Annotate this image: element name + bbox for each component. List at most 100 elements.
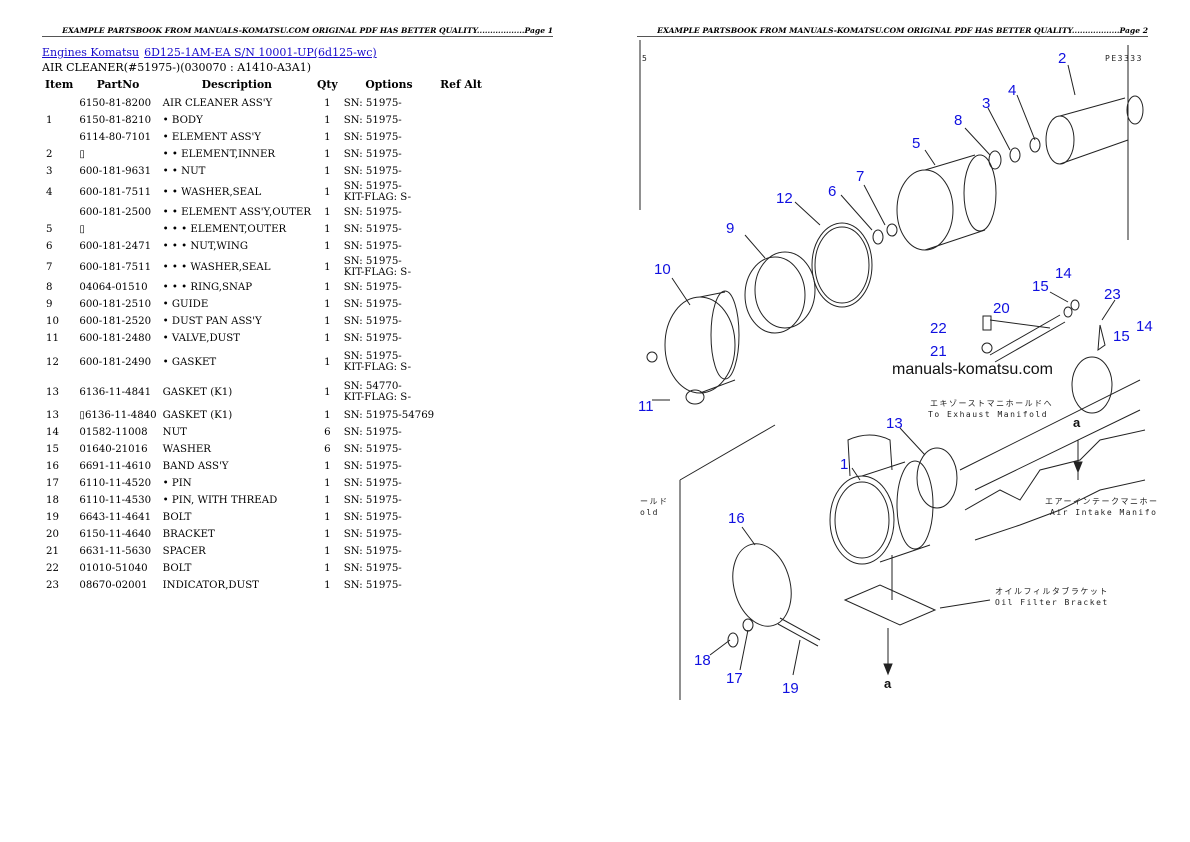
item-text: 3 <box>46 166 53 177</box>
exhaust-label-jp: エキゾーストマニホールドへ <box>930 399 1054 408</box>
intake-label-jp: エアーインテークマニホー <box>1045 497 1159 506</box>
qty-text: 1 <box>324 512 331 523</box>
part-text: 6110-11-4520 <box>79 478 152 489</box>
left-label-en: old <box>640 508 659 517</box>
cell-opt: SN: 51975-KIT-FLAG: S- <box>341 180 437 204</box>
opt-text: SN: 51975- <box>343 256 402 267</box>
cell-desc: • • • WASHER,SEAL <box>160 255 314 279</box>
item-text: 23 <box>46 580 59 591</box>
cell-ref-alt <box>437 560 485 577</box>
part-text: 6631-11-5630 <box>79 546 152 557</box>
part-text: 6150-81-8210 <box>79 115 152 126</box>
cell-item: 15 <box>42 441 76 458</box>
cell-item: 23 <box>42 577 76 594</box>
cell-desc: BAND ASS'Y <box>160 458 314 475</box>
qty-text: 1 <box>324 224 331 235</box>
diagram-code: PE3333 <box>1105 54 1143 63</box>
callout-number: 16 <box>728 510 745 527</box>
cell-part: ▯6136-11-4840 <box>76 407 159 424</box>
cell-item: 13 <box>42 407 76 424</box>
item-text: 15 <box>46 444 59 455</box>
cell-item: 17 <box>42 475 76 492</box>
cell-opt: SN: 51975- <box>341 221 437 238</box>
cell-item: 9 <box>42 296 76 313</box>
part-text: 01640-21016 <box>79 444 148 455</box>
cell-part: 01010-51040 <box>76 560 159 577</box>
opt-text: SN: 51975- <box>343 299 402 310</box>
cell-opt: SN: 51975- <box>341 458 437 475</box>
cell-opt: SN: 51975- <box>341 129 437 146</box>
cell-qty: 1 <box>314 407 341 424</box>
cell-qty: 1 <box>314 255 341 279</box>
cell-opt: SN: 51975- <box>341 238 437 255</box>
cell-qty: 6 <box>314 424 341 441</box>
cell-part: 6114-80-7101 <box>76 129 159 146</box>
item-text: 9 <box>46 299 53 310</box>
desc-text: • • NUT <box>162 166 206 177</box>
desc-text: • VALVE,DUST <box>162 333 241 344</box>
opt-text: SN: 51975- <box>343 444 402 455</box>
breadcrumb-link-model[interactable]: 6D125-1AM-EA S/N 10001-UP(6d125-wc) <box>144 46 377 59</box>
opt-text: SN: 51975- <box>343 495 402 506</box>
opt-text: SN: 51975- <box>343 207 402 218</box>
cell-part: 6136-11-4841 <box>76 377 159 407</box>
cell-qty: 1 <box>314 526 341 543</box>
part-text: ▯6136-11-4840 <box>79 410 157 421</box>
cell-part: 600-181-2500 <box>76 204 159 221</box>
qty-text: 1 <box>324 299 331 310</box>
desc-text: • PIN, WITH THREAD <box>162 495 278 506</box>
item-text: 2 <box>46 149 53 160</box>
callout-number: 2 <box>1058 50 1067 67</box>
cell-part: 600-181-2480 <box>76 330 159 347</box>
cell-part: 6110-11-4530 <box>76 492 159 509</box>
callout-number: 7 <box>856 168 865 185</box>
item-text: 18 <box>46 495 59 506</box>
page-header: EXAMPLE PARTSBOOK FROM MANUALS-KOMATSU.C… <box>637 26 1148 37</box>
cell-opt: SN: 51975- <box>341 204 437 221</box>
breadcrumb-link-engines[interactable]: Engines Komatsu <box>42 46 140 59</box>
qty-text: 1 <box>324 333 331 344</box>
item-text: 4 <box>46 186 53 198</box>
cell-ref-alt <box>437 279 485 296</box>
callout-number: 14 <box>1136 318 1153 335</box>
cell-desc: • DUST PAN ASS'Y <box>160 313 314 330</box>
cell-qty: 1 <box>314 95 341 112</box>
desc-text: GASKET (K1) <box>162 410 233 421</box>
cell-item: 5 <box>42 221 76 238</box>
cell-item: 14 <box>42 424 76 441</box>
callout-number: 11 <box>638 398 654 415</box>
cell-desc: • • • ELEMENT,OUTER <box>160 221 314 238</box>
cell-part: 600-181-7511 <box>76 255 159 279</box>
cell-desc: • PIN, WITH THREAD <box>160 492 314 509</box>
desc-text: • • • RING,SNAP <box>162 282 253 293</box>
cell-part: 08670-02001 <box>76 577 159 594</box>
cell-ref-alt <box>437 407 485 424</box>
cell-ref-alt <box>437 95 485 112</box>
part-text: 6136-11-4841 <box>79 386 152 398</box>
item-text: 10 <box>46 316 59 327</box>
opt-text: SN: 51975- <box>343 333 402 344</box>
callout-number: 19 <box>782 680 799 697</box>
callout-number: 20 <box>993 300 1010 317</box>
cell-ref-alt <box>437 377 485 407</box>
desc-text: • GUIDE <box>162 299 209 310</box>
cell-part: 04064-01510 <box>76 279 159 296</box>
opt-text: SN: 51975- <box>343 166 402 177</box>
cell-desc: BOLT <box>160 560 314 577</box>
desc-text: INDICATOR,DUST <box>162 580 259 591</box>
desc-text: NUT <box>162 427 187 438</box>
cell-qty: 1 <box>314 163 341 180</box>
cell-item: 2 <box>42 146 76 163</box>
cell-ref-alt <box>437 424 485 441</box>
cell-ref-alt <box>437 347 485 377</box>
opt-text: SN: 51975- <box>343 115 402 126</box>
callout-number: 17 <box>726 670 743 687</box>
desc-text: SPACER <box>162 546 206 557</box>
column-header: Qty <box>317 78 338 91</box>
